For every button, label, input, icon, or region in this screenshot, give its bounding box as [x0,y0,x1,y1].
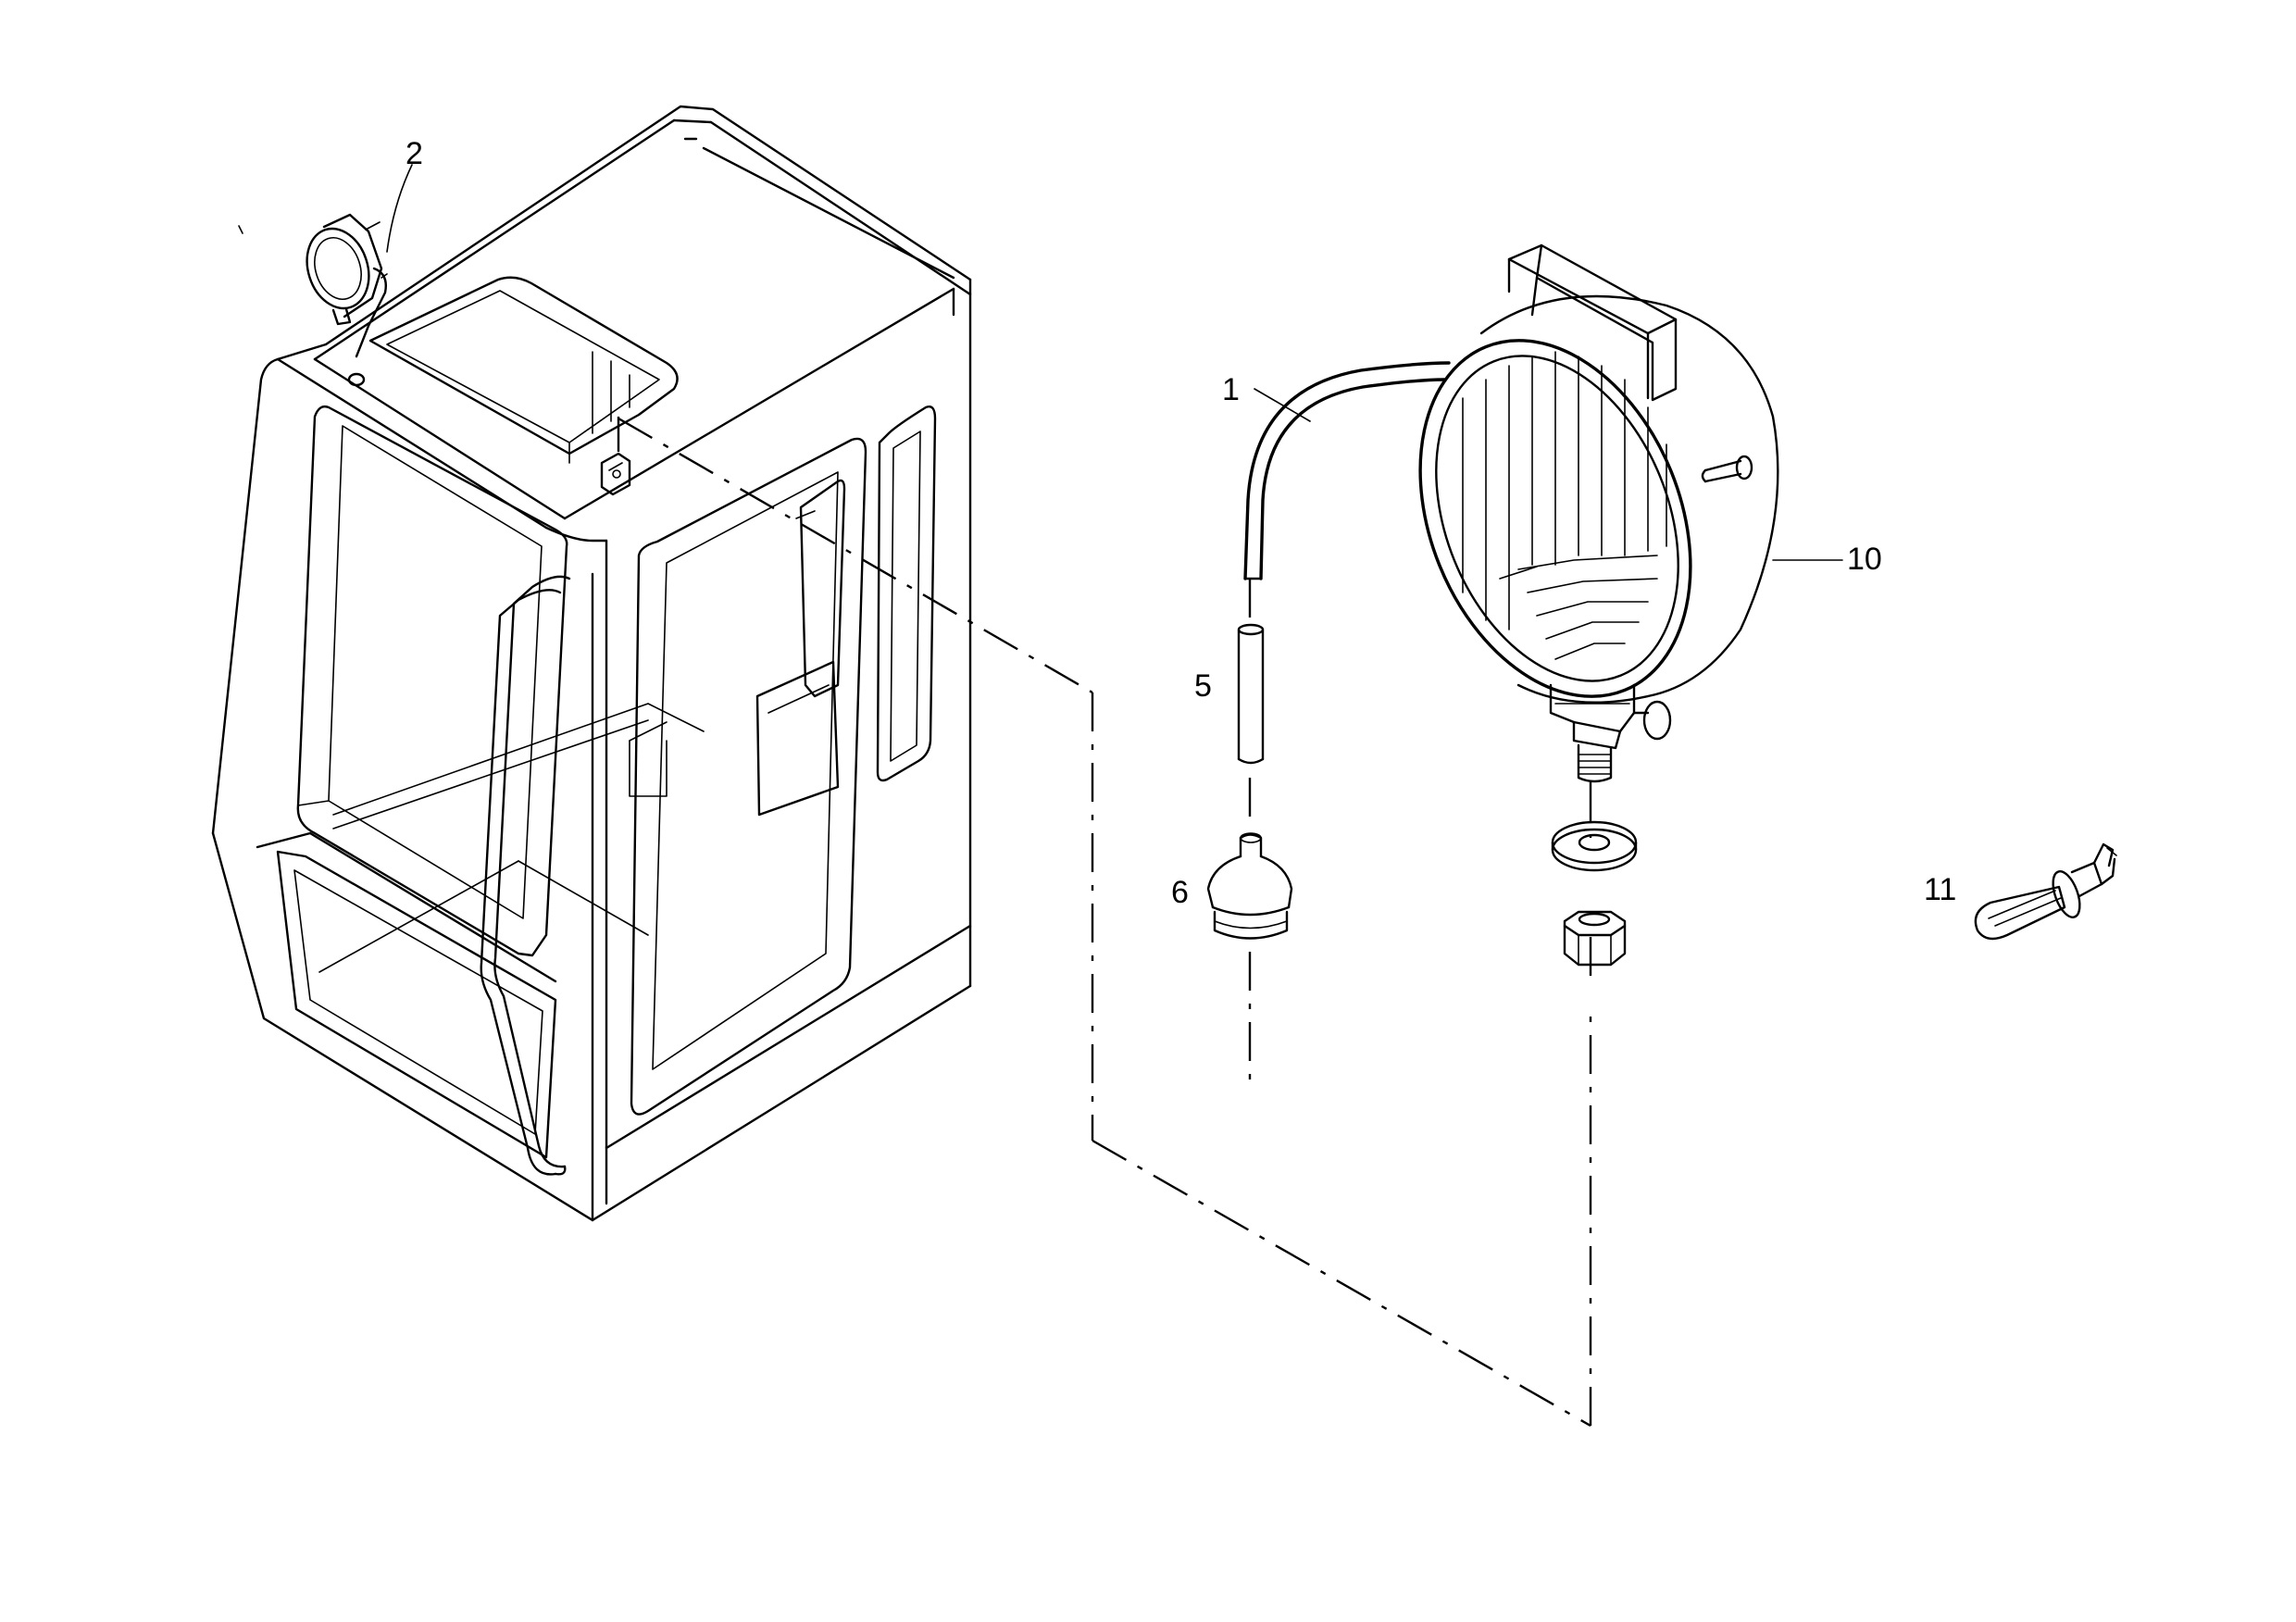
callout-10: 10 [1847,542,1882,577]
roof-mounting-bracket [600,452,631,496]
washer [1551,820,1638,872]
leader-lines [386,164,1843,561]
callout-1: 1 [1222,372,1240,407]
callout-11: 11 [1924,872,1956,907]
callout-5: 5 [1194,668,1212,704]
callout-6: 6 [1171,875,1189,910]
halogen-bulb-icon [1974,842,2117,941]
cable-icon [1243,361,1451,580]
callout-labels: 1 2 5 6 10 11 [406,136,1956,910]
hex-nut [1563,910,1627,967]
round-work-lamp-icon [1418,243,1779,783]
cab-mounted-work-lamp-icon [306,213,388,387]
callout-2: 2 [406,136,423,171]
rubber-grommet-icon [1206,832,1293,940]
assembly-lines [617,417,1592,1428]
operator-cab [211,105,972,1222]
sleeve-tube-icon [1237,623,1265,765]
